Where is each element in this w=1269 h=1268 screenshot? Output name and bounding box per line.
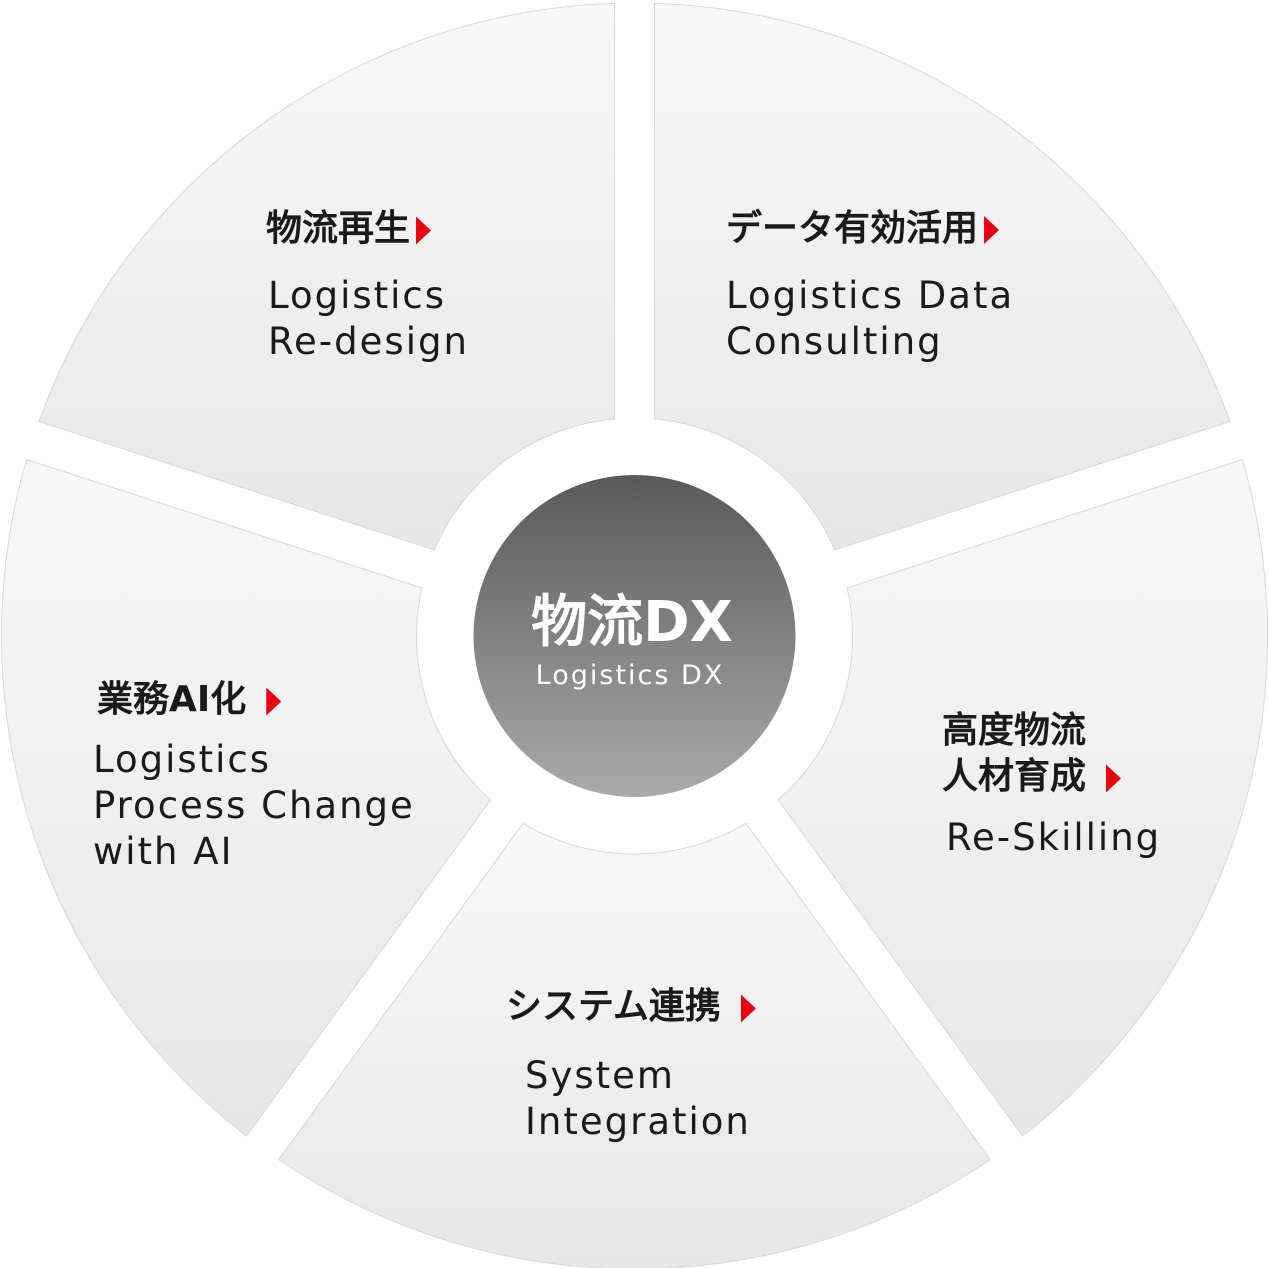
arrow-right-icon[interactable] [416, 216, 432, 245]
segment-title: データ有効活用 [726, 207, 978, 249]
arrow-right-icon[interactable] [266, 687, 282, 716]
center-title: 物流DX [531, 590, 733, 655]
segment-title: 高度物流 [942, 710, 1086, 751]
segment-shape-data-consulting[interactable] [653, 2, 1231, 551]
segment-shape-re-skilling[interactable] [777, 458, 1268, 1137]
segment-subtitle: Integration [525, 1100, 751, 1143]
segment-subtitle: Re-design [268, 320, 469, 363]
segment-subtitle: with AI [93, 830, 233, 873]
segment-subtitle: System [525, 1054, 675, 1097]
segment-shape-system-integration[interactable] [278, 822, 991, 1268]
center-hub[interactable]: 物流DX Logistics DX [473, 475, 796, 797]
segment-title: 業務AI化 [97, 679, 246, 720]
center-circle [473, 475, 796, 797]
segment-subtitle: Re-Skilling [946, 816, 1161, 859]
arrow-right-icon[interactable] [740, 994, 756, 1023]
arrow-right-icon[interactable] [1106, 764, 1122, 793]
segment-title: システム連携 [506, 986, 721, 1027]
segment-shape-process-change-ai[interactable] [1, 458, 492, 1137]
segment-subtitle: Logistics Data [726, 274, 1014, 317]
center-subtitle: Logistics DX [536, 660, 725, 691]
segment-subtitle: Logistics [93, 738, 271, 781]
segment-subtitle: Consulting [726, 320, 943, 363]
segment-subtitle: Logistics [268, 274, 446, 317]
segment-title: 物流再生 [266, 208, 410, 249]
segment-subtitle: Process Change [93, 784, 415, 827]
segment-shape-logistics-redesign[interactable] [38, 2, 616, 551]
segment-title: 人材育成 [942, 756, 1086, 797]
arrow-right-icon[interactable] [984, 216, 1000, 244]
